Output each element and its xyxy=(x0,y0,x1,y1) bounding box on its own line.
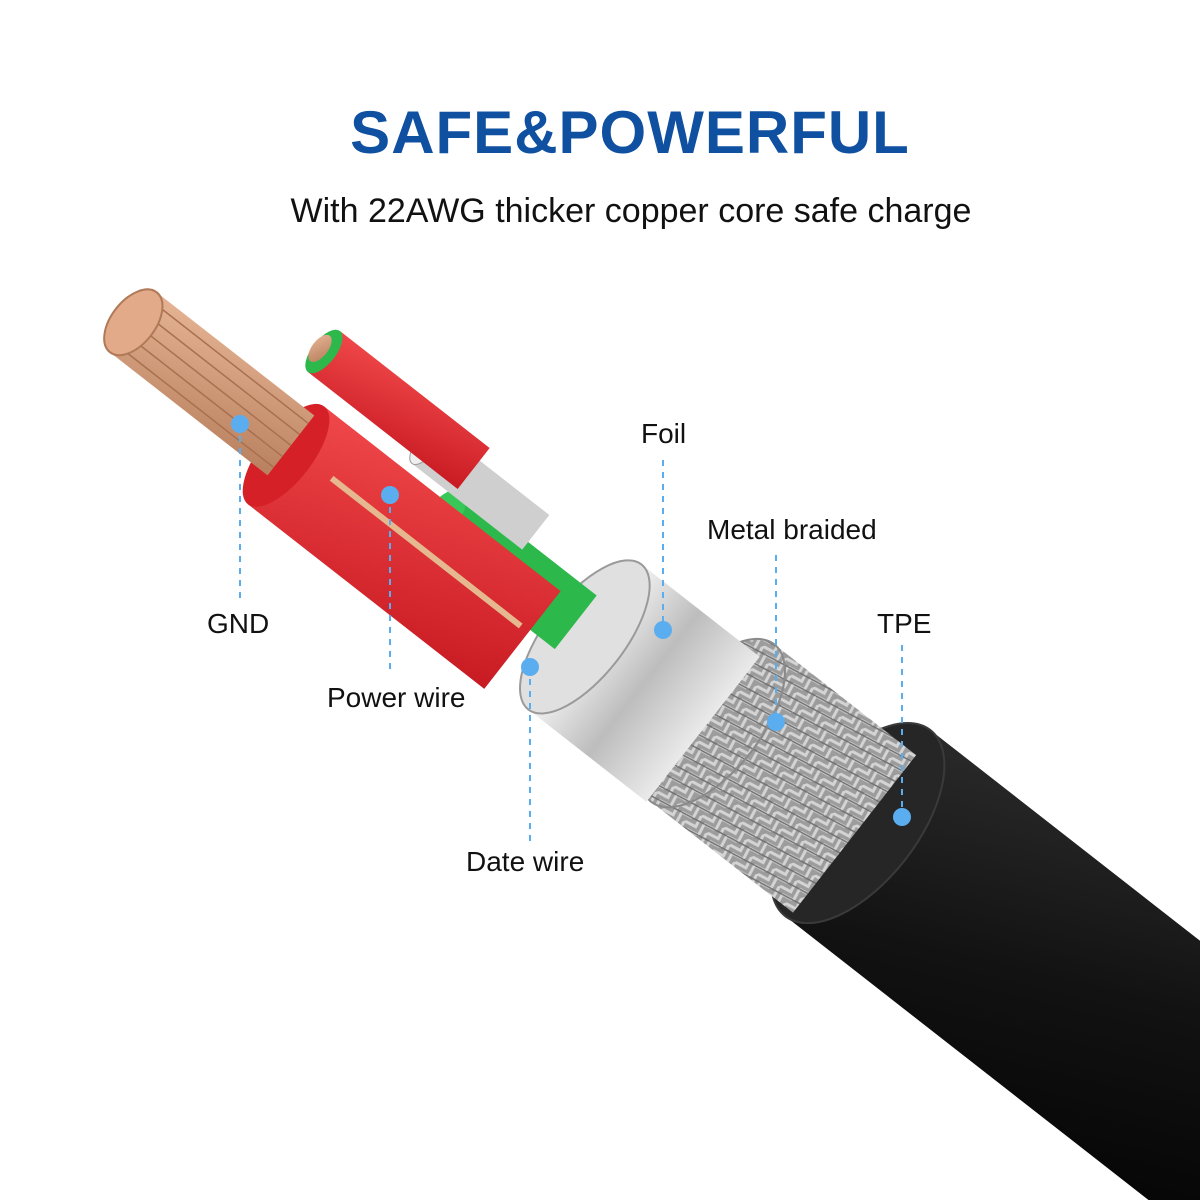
foil-label: Foil xyxy=(641,418,687,449)
metal-braided-label: Metal braided xyxy=(707,514,877,545)
red-wire-power xyxy=(242,403,561,689)
gnd-callout-dot xyxy=(231,415,249,433)
braid-callout-dot xyxy=(767,713,785,731)
date-callout-dot xyxy=(521,658,539,676)
tpe-callout-dot xyxy=(893,808,911,826)
tpe-label: TPE xyxy=(877,608,932,639)
page-title: SAFE&POWERFUL xyxy=(350,99,910,166)
power-callout-dot xyxy=(381,486,399,504)
red-wire-top xyxy=(305,329,490,489)
power-wire-label: Power wire xyxy=(327,682,466,713)
gnd-label: GND xyxy=(207,608,270,639)
date-wire-label: Date wire xyxy=(466,846,585,877)
foil-callout-dot xyxy=(654,621,672,639)
page-subtitle: With 22AWG thicker copper core safe char… xyxy=(290,192,972,230)
gnd-copper-core xyxy=(103,288,315,476)
